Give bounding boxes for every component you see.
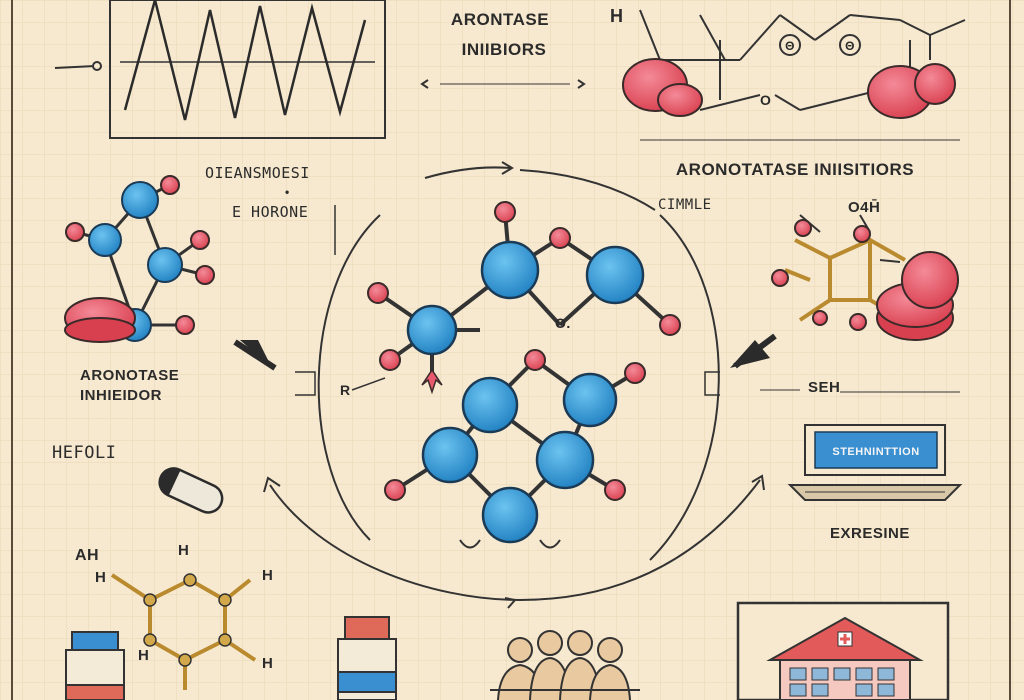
central-molecule: O. R (340, 201, 681, 549)
left-label: ARONOTASE INHIEIDOR (80, 367, 179, 404)
top-right-molecule: Θ Θ H O (610, 6, 966, 119)
pill-capsule-icon (158, 467, 224, 514)
right-notes: CIMMLE O4H̄ (658, 197, 880, 216)
svg-text:INIIBIORS: INIIBIORS (462, 40, 547, 59)
svg-text:•: • (285, 185, 290, 199)
svg-text:ARONOTASE: ARONOTASE (80, 367, 179, 384)
svg-text:H: H (138, 647, 149, 664)
right-bracket (704, 371, 720, 396)
svg-text:CIMMLE: CIMMLE (658, 197, 712, 213)
seh-label: SEH (760, 379, 960, 396)
left-notes: OIEANSMOESI • E HORONE (205, 164, 336, 255)
svg-text:ARONOTATASE INIISITIORS: ARONOTATASE INIISITIORS (676, 160, 914, 179)
left-molecule (64, 175, 215, 343)
laptop-icon: STEHNINTTION (787, 424, 963, 501)
svg-text:OIEANSMOESI: OIEANSMOESI (205, 164, 310, 182)
svg-text:H: H (610, 6, 624, 26)
svg-text:H: H (95, 569, 106, 586)
waveform-panel (54, 0, 386, 139)
bottom-left-molecule: AH H H H H H (75, 542, 273, 690)
right-title: ARONOTATASE INIISITIORS (640, 139, 960, 179)
vial-left-icon (65, 631, 125, 700)
svg-text:E HORONE: E HORONE (232, 203, 308, 221)
hefol-label: HEFOLI (52, 443, 116, 463)
svg-text:SEH: SEH (808, 379, 840, 396)
svg-text:ARONTASE: ARONTASE (451, 10, 549, 29)
central-cycle (263, 161, 765, 609)
left-bracket (295, 371, 316, 396)
hospital-icon (736, 601, 950, 700)
svg-text:Θ: Θ (845, 39, 855, 53)
right-pointer-shaft (733, 333, 777, 369)
svg-text:AH: AH (75, 547, 99, 564)
svg-text:Θ: Θ (785, 39, 795, 53)
left-pointer-shaft (233, 339, 277, 371)
laptop-screen-text: STEHNINTTION (832, 446, 919, 458)
waveform-frame (109, 0, 386, 139)
svg-text:O.: O. (555, 315, 571, 331)
svg-text:H: H (178, 542, 189, 559)
svg-text:H: H (262, 567, 273, 584)
svg-text:O4H̄: O4H̄ (848, 198, 880, 216)
svg-text:R: R (340, 382, 351, 398)
top-title: ARONTASE INIIBIORS (420, 10, 586, 89)
svg-text:INHIEIDOR: INHIEIDOR (80, 387, 162, 404)
svg-text:H: H (262, 655, 273, 672)
exresine-label: EXRESINE (830, 525, 910, 542)
vial-right-icon (337, 616, 397, 700)
people-group-icon (490, 630, 640, 700)
svg-text:O: O (760, 92, 771, 108)
right-molecule (771, 214, 959, 341)
